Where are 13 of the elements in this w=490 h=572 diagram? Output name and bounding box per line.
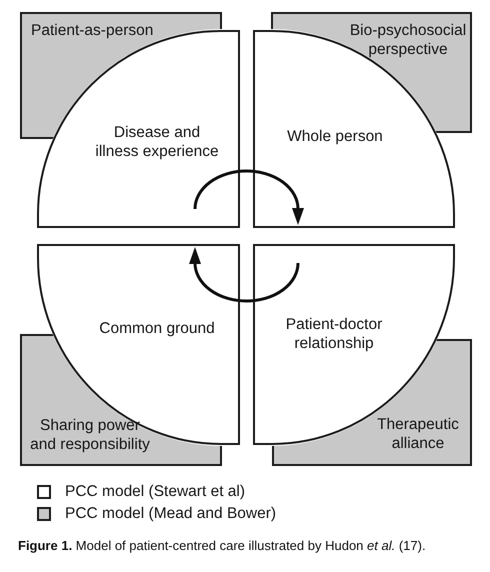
figure-caption: Figure 1. Model of patient-centred care illustrated by Hudon et al. (17). [18, 537, 426, 554]
box-label: Sharing power and responsibility [29, 416, 151, 454]
curved-arrow [189, 247, 300, 302]
legend-label: PCC model (Stewart et al) [65, 482, 246, 501]
box-label: Bio-psychosocial perspective [348, 21, 468, 59]
curved-arrow [194, 170, 304, 225]
quadrant-label: Whole person [286, 127, 384, 146]
box-label: Therapeutic alliance [376, 415, 460, 453]
quadrant-label: Disease and illness experience [94, 123, 220, 161]
legend-label: PCC model (Mead and Bower) [65, 504, 276, 523]
quadrant-label: Patient-doctor relationship [284, 315, 384, 353]
quadrant-label: Common ground [98, 319, 216, 338]
box-label: Patient-as-person [31, 21, 154, 40]
